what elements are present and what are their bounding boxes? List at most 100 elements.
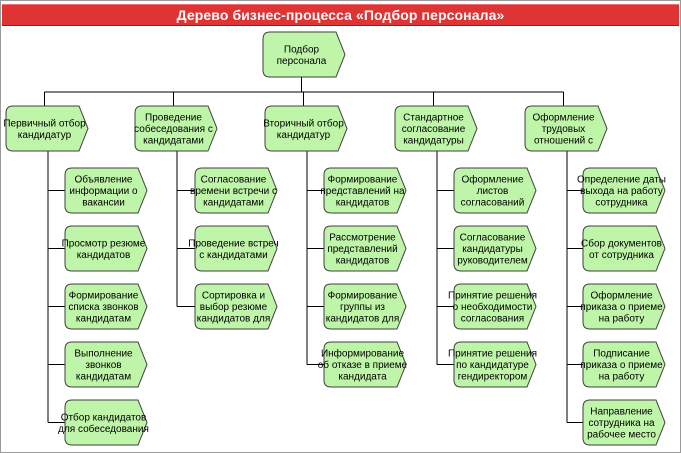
node-activity-label-line: списка звонков: [68, 302, 138, 313]
node-activity-label-line: звонков: [85, 360, 121, 371]
node-activity-label-line: сотрудника на: [588, 418, 655, 429]
node-activity-shape: [64, 225, 148, 272]
node-activity-label-line: Принятие решения: [448, 349, 537, 360]
node-activity-label-line: Подписание: [593, 349, 650, 360]
node-activity-label-line: Отбор кандидатов: [61, 411, 147, 423]
node-activity-shape: [582, 399, 666, 446]
node-activity-label-line: на работу: [599, 371, 645, 383]
node-activity-label-line: Оформление: [590, 290, 653, 302]
node-activity-shape: [64, 283, 148, 330]
node-activity-shape: [323, 167, 407, 214]
node-activity-label-line: Формирование: [328, 175, 398, 186]
node-activity-shape: [323, 341, 407, 388]
node-activity-label-line: листов: [477, 186, 509, 197]
node-activity-label-line: группы из: [340, 302, 385, 313]
node-branch-label-line: кандидатур: [277, 130, 331, 141]
node-activity-label-line: с кандидатами: [199, 250, 268, 261]
node-activity-label-line: Согласование: [460, 233, 526, 244]
node-activity-label-line: сотрудника: [595, 198, 648, 209]
node-branch-label-line: кандидатами: [143, 136, 204, 147]
node-activity-label-line: Сортировка и: [202, 291, 265, 302]
node-activity-label-line: кандидатов для: [197, 314, 270, 325]
node-activity-label-line: представлений: [327, 244, 397, 255]
node-branch-shape: [5, 105, 89, 152]
node-activity-label-line: Объявление: [75, 174, 133, 186]
node-activity-label-line: времени встречи с: [190, 186, 277, 197]
node-activity-label-line: Принятие решения: [448, 291, 537, 302]
node-branch-label-line: трудовых: [542, 124, 586, 135]
node-activity-label-line: Направление: [590, 407, 653, 418]
node-activity-shape: [582, 225, 666, 272]
node-activity-shape: [64, 167, 148, 214]
node-activity-label-line: кандидатов: [77, 250, 131, 261]
node-activity-shape: [453, 341, 537, 388]
node-activity-label-line: выбор резюме: [200, 301, 268, 313]
node-activity-label-line: кандидатами: [203, 198, 264, 209]
node-branch-shape: [394, 105, 478, 152]
node-branch-label-line: Оформление: [532, 112, 595, 124]
node-activity-shape: [194, 283, 278, 330]
node-activity-shape: [64, 341, 148, 388]
connectors: [44, 77, 583, 423]
node-branch-label-line: кандидатур: [18, 130, 72, 141]
node-branch-label-line: Стандартное: [403, 113, 464, 124]
node-activity-shape: [582, 341, 666, 388]
node-activity-label-line: Проведение встреч: [188, 238, 278, 249]
node-activity-shape: [64, 399, 148, 446]
node-activity-label-line: вакансии: [82, 198, 125, 209]
node-activity-label-line: Сбор документов: [581, 237, 662, 249]
node-activity-label-line: руководителем: [457, 256, 528, 267]
node-branch-label-line: собеседования с: [134, 123, 213, 135]
node-activity-label-line: кандидата: [338, 372, 387, 383]
node-branch-label-line: кандидатуры: [403, 136, 464, 147]
node-activity-shape: [453, 225, 537, 272]
node-activity-label-line: кандидатов: [336, 198, 390, 209]
node-activity-label-line: Рассмотрение: [329, 233, 396, 244]
node-activity-label-line: на работу: [599, 313, 645, 325]
node-activity-label-line: Согласование: [201, 175, 267, 186]
node-activity-label-line: Выполнение: [74, 349, 133, 360]
node-root-label-line: персонала: [277, 56, 327, 67]
node-activity-shape: [453, 283, 537, 330]
node-activity-label-line: Просмотр резюме: [62, 238, 146, 249]
node-activity-label-line: кандидатов для: [326, 314, 399, 325]
node-activity-label-line: кандидатуры: [462, 244, 523, 255]
node-activity-label-line: от сотрудника: [589, 250, 654, 261]
node-activity-label-line: гендиректором: [458, 372, 528, 383]
node-activity-label-line: по кандидатуре: [456, 360, 529, 371]
node-activity-label-line: Информирование: [321, 348, 405, 360]
node-activity-shape: [582, 167, 666, 214]
node-activity-label-line: для собеседования: [58, 423, 149, 435]
node-activity-shape: [323, 225, 407, 272]
node-branch-shape: [134, 105, 218, 152]
node-branch-shape: [264, 105, 348, 152]
node-activity-label-line: представлений на: [320, 186, 405, 197]
node-activity-shape: [453, 167, 537, 214]
node-activity-label-line: приказа о приеме: [580, 302, 663, 313]
node-activity-label-line: Формирование: [69, 291, 139, 302]
node-branch-label-line: отношений с: [534, 136, 593, 147]
